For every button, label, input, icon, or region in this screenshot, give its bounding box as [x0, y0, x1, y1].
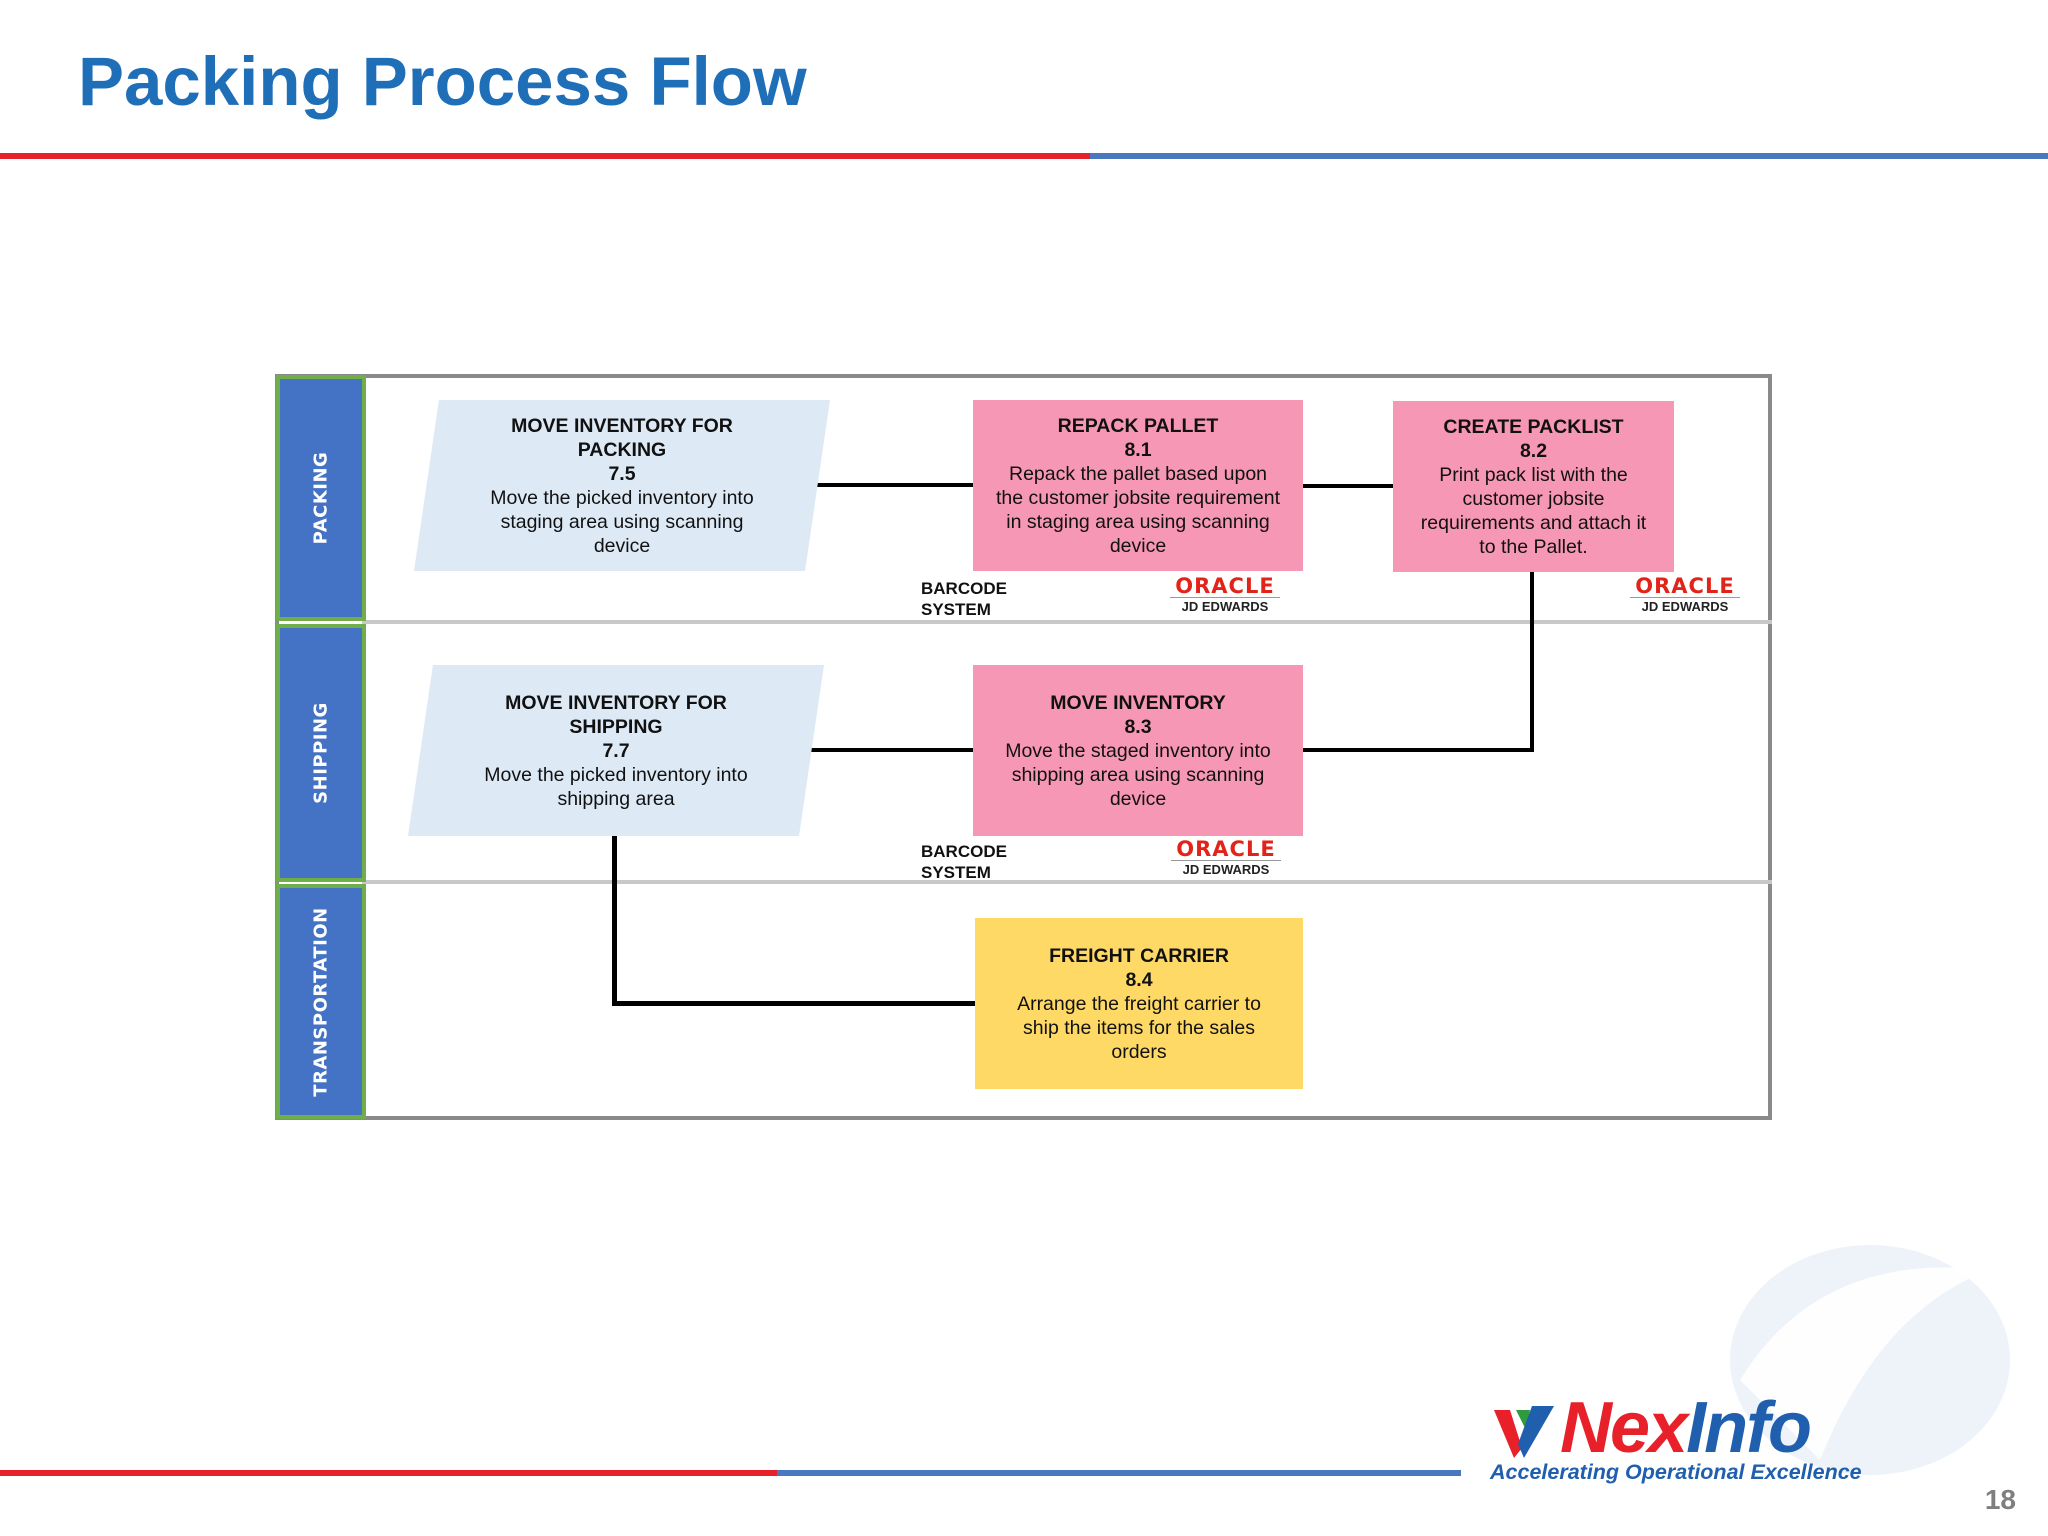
- nexinfo-logo: NexInfo Accelerating Operational Excelle…: [1482, 1388, 1882, 1494]
- step-title: MOVE INVENTORY FOR: [505, 691, 727, 714]
- step-desc: shipping area using scanning: [1011, 763, 1265, 786]
- watermark-graphic: [1700, 1230, 2020, 1495]
- oracle-text: ORACLE: [1170, 575, 1280, 598]
- step-8-2: CREATE PACKLIST 8.2 Print pack list with…: [1393, 401, 1674, 572]
- step-desc: device: [1109, 534, 1167, 557]
- bottom-rule-blue: [777, 1470, 1461, 1476]
- page-number: 18: [1984, 1484, 2016, 1515]
- step-number: 8.4: [1125, 968, 1153, 991]
- oracle-jde-logo: ORACLE JD EDWARDS: [1170, 575, 1280, 616]
- lane-label-text: SHIPPING: [310, 702, 332, 804]
- step-desc: Print pack list with the: [1439, 463, 1628, 486]
- connector-75-81: [808, 483, 974, 487]
- lane-divider: [362, 620, 1772, 624]
- connector-82-down: [1530, 571, 1534, 751]
- step-desc: Move the picked inventory into: [484, 763, 748, 786]
- barcode-text: BARCODE: [921, 842, 1007, 861]
- step-title: MOVE INVENTORY: [1050, 691, 1226, 714]
- bottom-rule-red: [0, 1470, 777, 1476]
- lane-label-text: PACKING: [310, 451, 332, 545]
- jde-text: JD EDWARDS: [1641, 599, 1729, 614]
- oracle-text: ORACLE: [1630, 575, 1740, 598]
- lane-label-transportation: TRANSPORTATION: [276, 884, 366, 1119]
- step-desc: Arrange the freight carrier to: [1017, 992, 1261, 1015]
- step-7-5: MOVE INVENTORY FOR PACKING 7.5 Move the …: [414, 400, 830, 571]
- step-desc: Repack the pallet based upon: [1008, 462, 1268, 485]
- step-number: 7.7: [602, 739, 630, 762]
- step-number: 7.5: [608, 462, 636, 485]
- logo-nex: Nex: [1560, 1388, 1688, 1468]
- connector-77-84: [612, 1001, 976, 1006]
- step-desc: to the Pallet.: [1479, 535, 1588, 558]
- step-desc: the customer jobsite requirement: [996, 486, 1280, 509]
- top-rule-red: [0, 153, 1090, 159]
- lane-label-text: TRANSPORTATION: [310, 906, 332, 1097]
- step-number: 8.1: [1124, 438, 1152, 461]
- step-desc: orders: [1111, 1040, 1167, 1063]
- oracle-text: ORACLE: [1171, 838, 1281, 861]
- step-title: PACKING: [577, 438, 667, 461]
- step-7-7: MOVE INVENTORY FOR SHIPPING 7.7 Move the…: [408, 665, 824, 836]
- system-text: SYSTEM: [921, 863, 991, 882]
- oracle-jde-logo: ORACLE JD EDWARDS: [1171, 838, 1281, 879]
- step-desc: customer jobsite: [1462, 487, 1605, 510]
- step-desc: Move the picked inventory into: [490, 486, 754, 509]
- system-text: SYSTEM: [921, 600, 991, 619]
- step-8-1: REPACK PALLET 8.1 Repack the pallet base…: [973, 400, 1303, 571]
- oracle-jde-logo: ORACLE JD EDWARDS: [1630, 575, 1740, 616]
- logo-wordmark: NexInfo: [1560, 1388, 1812, 1468]
- step-desc: device: [1109, 787, 1167, 810]
- step-title: CREATE PACKLIST: [1443, 415, 1624, 438]
- connector-77-83: [800, 748, 974, 752]
- connector-81-82: [1302, 484, 1394, 488]
- barcode-system-label: BARCODE SYSTEM: [921, 841, 1007, 883]
- step-number: 8.3: [1124, 715, 1152, 738]
- connector-83-82: [1302, 748, 1534, 752]
- nexinfo-mark-icon: [1494, 1406, 1554, 1458]
- lane-label-shipping: SHIPPING: [276, 624, 366, 882]
- barcode-text: BARCODE: [921, 579, 1007, 598]
- step-8-3: MOVE INVENTORY 8.3 Move the staged inven…: [973, 665, 1303, 836]
- step-8-4: FREIGHT CARRIER 8.4 Arrange the freight …: [975, 918, 1303, 1089]
- page-title: Packing Process Flow: [78, 43, 807, 120]
- step-title: MOVE INVENTORY FOR: [511, 414, 733, 437]
- barcode-system-label: BARCODE SYSTEM: [921, 578, 1007, 620]
- step-desc: Move the staged inventory into: [1005, 739, 1271, 762]
- step-desc: shipping area: [557, 787, 675, 810]
- logo-tagline: Accelerating Operational Excellence: [1490, 1460, 1862, 1484]
- step-desc: staging area using scanning: [500, 510, 744, 533]
- logo-info: Info: [1686, 1388, 1812, 1468]
- jde-text: JD EDWARDS: [1182, 862, 1270, 877]
- step-number: 8.2: [1519, 439, 1548, 462]
- step-title: REPACK PALLET: [1057, 414, 1219, 437]
- jde-text: JD EDWARDS: [1181, 599, 1269, 614]
- step-desc: requirements and attach it: [1420, 511, 1647, 534]
- top-rule-blue: [1090, 153, 2048, 159]
- lane-label-packing: PACKING: [276, 375, 366, 621]
- step-desc: ship the items for the sales: [1023, 1016, 1255, 1039]
- step-desc: in staging area using scanning: [1006, 510, 1270, 533]
- step-title: SHIPPING: [569, 715, 663, 738]
- lane-divider: [362, 880, 1772, 884]
- step-desc: device: [593, 534, 651, 557]
- connector-77-down: [612, 834, 617, 1006]
- step-title: FREIGHT CARRIER: [1049, 944, 1229, 967]
